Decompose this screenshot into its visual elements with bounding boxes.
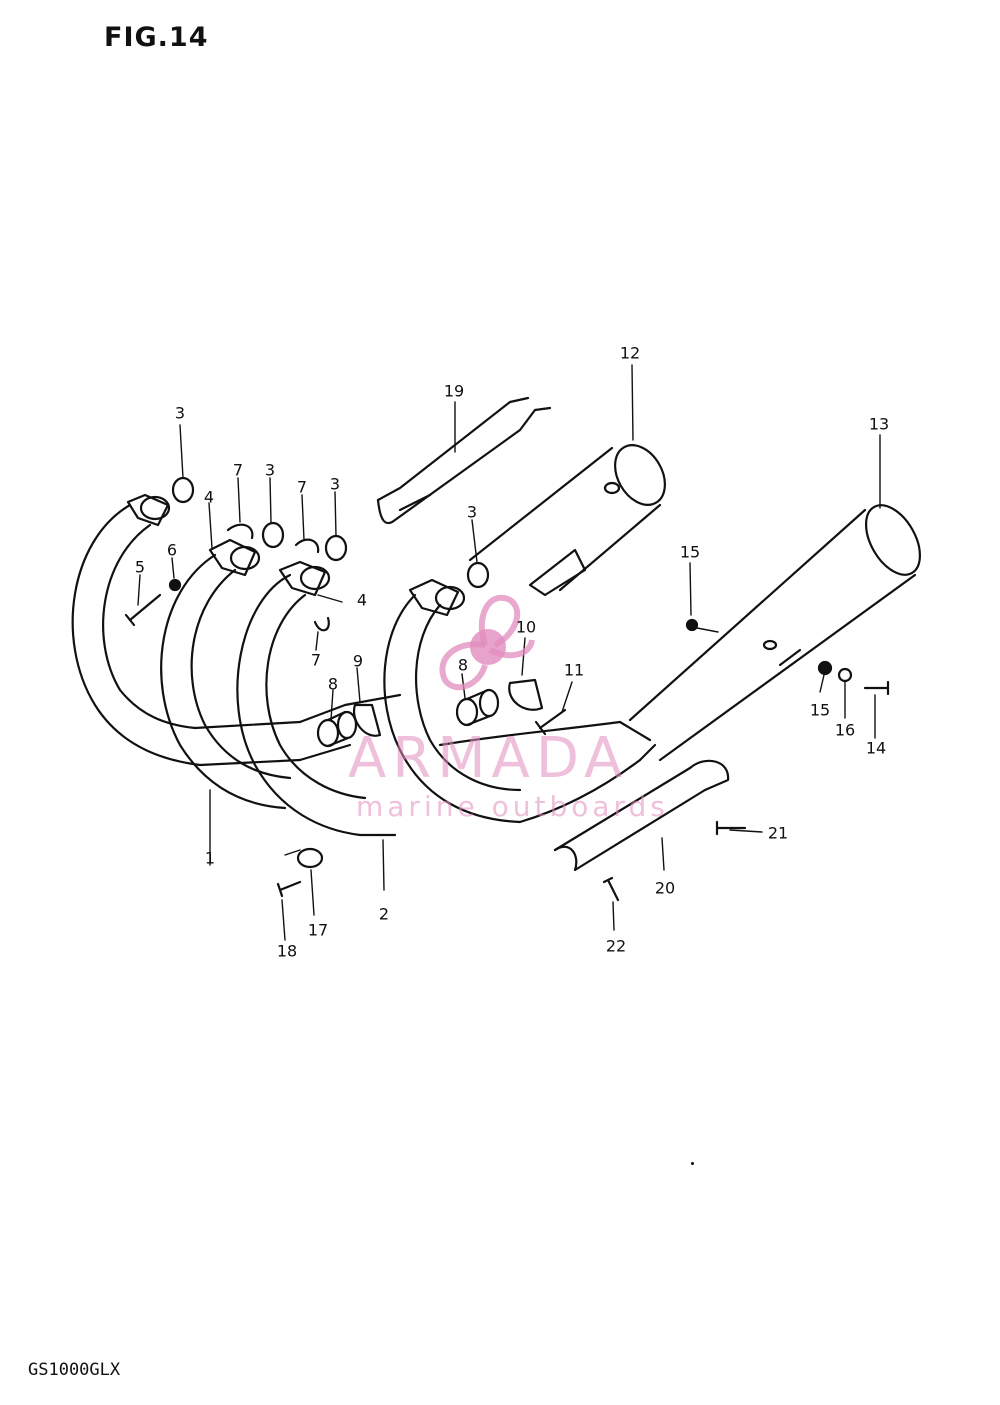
callout-11: 11	[563, 660, 585, 680]
muffler-13	[628, 504, 922, 762]
connector-pipe-8b	[455, 688, 500, 727]
stray-dot	[691, 1162, 694, 1165]
callout-7: 7	[310, 650, 322, 670]
callout-4: 4	[203, 487, 215, 507]
callout-13: 13	[868, 414, 890, 434]
exhaust-pipe-4	[383, 593, 522, 824]
callout-7: 7	[296, 477, 308, 497]
callout-4: 4	[356, 590, 368, 610]
model-code: GS1000GLX	[28, 1360, 121, 1380]
callout-3: 3	[174, 403, 186, 423]
watermark-tagline: marine outboards	[356, 790, 669, 823]
muffler-12	[468, 444, 666, 597]
callout-16: 16	[834, 720, 856, 740]
clip-7b	[294, 538, 320, 554]
bolt-5	[124, 593, 162, 627]
gasket-3b	[261, 521, 285, 549]
screw-21	[715, 820, 747, 836]
gasket-3d	[466, 561, 490, 589]
figure-title: FIG.14	[104, 22, 209, 53]
heat-shield-19	[376, 396, 552, 525]
callout-3: 3	[329, 474, 341, 494]
callout-15: 15	[679, 542, 701, 562]
callout-10: 10	[515, 617, 537, 637]
clamp-17	[296, 847, 324, 869]
exhaust-pipe-3	[236, 573, 397, 837]
flange-1	[126, 493, 171, 527]
exhaust-pipe-1	[71, 503, 302, 767]
callout-22: 22	[605, 936, 627, 956]
clip-7c	[313, 616, 330, 632]
callout-8: 8	[457, 655, 469, 675]
clip-7a	[226, 523, 254, 540]
callout-14: 14	[865, 738, 887, 758]
clamp-10	[508, 678, 544, 711]
callout-3: 3	[264, 460, 276, 480]
callout-5: 5	[134, 557, 146, 577]
nut-6	[168, 578, 182, 592]
bolt-11	[534, 708, 567, 736]
callout-2: 2	[378, 904, 390, 924]
washer-15b	[817, 660, 833, 676]
watermark-brand: ARMADA	[348, 726, 629, 791]
callout-15: 15	[809, 700, 831, 720]
screw-22	[602, 876, 620, 902]
washer-15a	[685, 618, 699, 632]
callout-3: 3	[466, 502, 478, 522]
flange-4	[408, 578, 466, 617]
callout-9: 9	[352, 651, 364, 671]
callout-20: 20	[654, 878, 676, 898]
gasket-3a	[171, 476, 195, 504]
nut-16	[837, 667, 853, 683]
callout-8: 8	[327, 674, 339, 694]
exhaust-pipe-2	[160, 553, 292, 810]
callout-18: 18	[276, 941, 298, 961]
callout-6: 6	[166, 540, 178, 560]
bolt-18	[276, 880, 302, 898]
callout-12: 12	[619, 343, 641, 363]
collector	[298, 693, 657, 824]
bolt-14	[863, 680, 890, 696]
leader-lines	[137, 364, 881, 941]
gasket-3c	[324, 534, 348, 562]
callout-7: 7	[232, 460, 244, 480]
clamp-9	[352, 703, 382, 737]
callout-19: 19	[443, 381, 465, 401]
flange-3	[278, 560, 331, 597]
callout-17: 17	[307, 920, 329, 940]
heat-shield-20	[553, 759, 730, 872]
armada-logo-icon	[439, 594, 535, 691]
callout-1: 1	[204, 848, 216, 868]
callout-21: 21	[767, 823, 789, 843]
flange-2	[208, 538, 261, 577]
